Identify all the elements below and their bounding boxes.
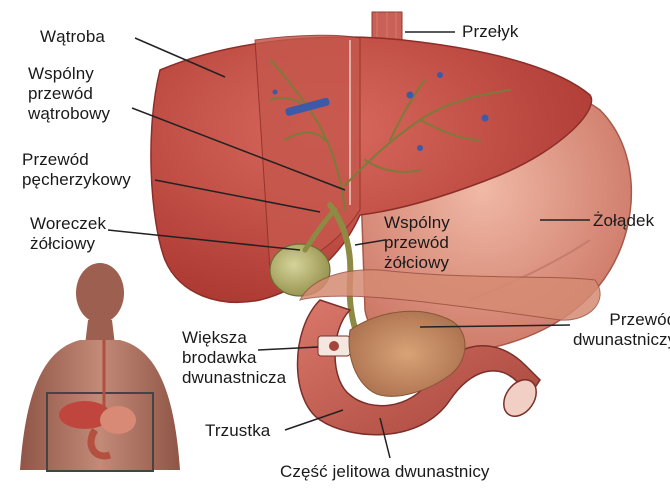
label-esophagus: Przełyk	[462, 22, 518, 42]
label-cystic-duct: Przewód pęcherzykowy	[22, 150, 131, 190]
label-major-papilla: Większa brodawka dwunastnicza	[182, 328, 286, 388]
label-common-hepatic-duct: Wspólny przewód wątrobowy	[28, 64, 110, 124]
label-duodenum: Przewód dwunastniczy	[573, 310, 670, 350]
label-stomach: Żołądek	[593, 211, 654, 231]
label-duodenum-intestinal-part: Część jelitowa dwunastnicy	[280, 462, 490, 482]
human-torso-icon	[20, 263, 180, 471]
label-common-bile-duct: Wspólny przewód żółciowy	[384, 213, 450, 273]
label-liver: Wątroba	[40, 27, 105, 47]
label-gallbladder: Woreczek żółciowy	[30, 214, 106, 254]
label-pancreas: Trzustka	[205, 421, 270, 441]
